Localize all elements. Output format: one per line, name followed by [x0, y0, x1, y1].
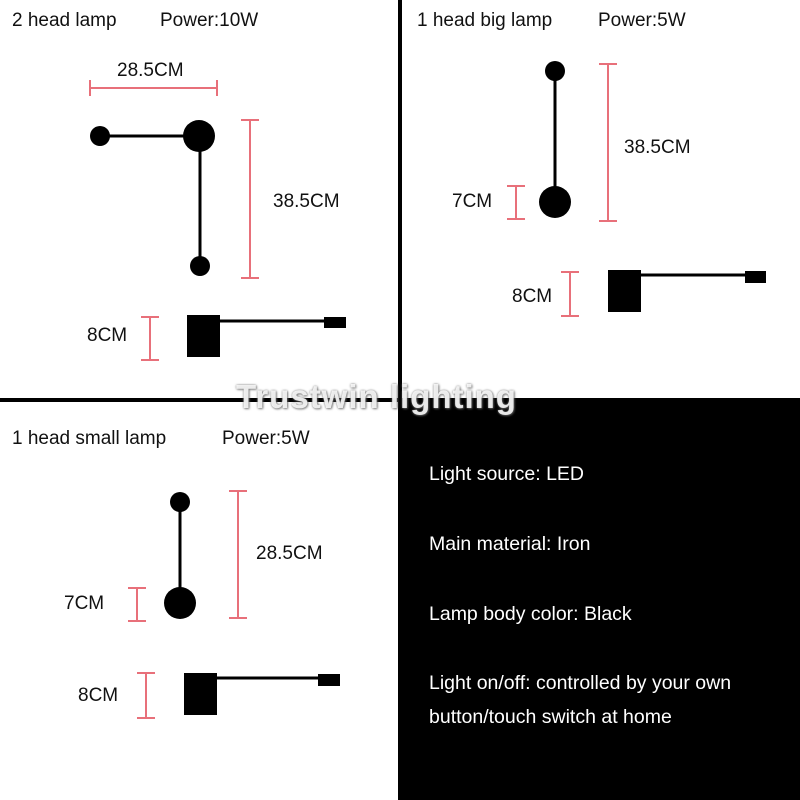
spec-material: Main material: Iron	[429, 533, 591, 555]
big-head-height-dimension-line	[599, 63, 617, 222]
two-head-lamp-icon	[90, 120, 215, 276]
small-head-head-label: 7CM	[64, 593, 105, 614]
horizontal-divider	[0, 398, 400, 402]
spec-light-source: Light source: LED	[429, 463, 585, 485]
two-head-lamp-drawing	[89, 80, 346, 361]
small-head-lamp-drawing	[128, 490, 340, 719]
big-head-base-dimension-line	[561, 271, 579, 317]
big-head-wall-mount-icon	[608, 270, 766, 312]
panel-specifications: Light source: LED Main material: Iron La…	[398, 398, 800, 800]
big-head-height-label: 38.5CM	[624, 137, 691, 158]
spec-switch-line-2: button/touch switch at home	[429, 706, 672, 728]
two-head-base-label: 8CM	[87, 325, 128, 346]
big-head-base-label: 8CM	[512, 286, 553, 307]
small-head-head-dimension-line	[128, 587, 146, 622]
vertical-divider	[398, 0, 402, 400]
two-head-wall-mount-icon	[187, 315, 346, 357]
two-head-height-dimension-line	[241, 119, 259, 279]
small-head-base-label: 8CM	[78, 685, 119, 706]
small-head-height-dimension-line	[229, 490, 247, 619]
panel-big-head-lamp: 1 head big lamp Power:5W 38.5CM 7CM 8CM	[402, 0, 800, 398]
big-head-lamp-icon	[539, 61, 571, 218]
big-head-head-dimension-line	[507, 185, 525, 220]
two-head-height-label: 38.5CM	[273, 191, 340, 212]
two-head-lamp-title: 2 head lamp	[12, 10, 117, 31]
small-head-lamp-icon	[164, 492, 196, 619]
panel-small-head-lamp: 1 head small lamp Power:5W 28.5CM 7CM 8C…	[0, 402, 398, 800]
small-head-height-label: 28.5CM	[256, 543, 323, 564]
big-head-lamp-power: Power:5W	[598, 10, 686, 31]
panel-two-head-lamp: 2 head lamp Power:10W 28.5CM 38.5CM 8CM	[0, 0, 398, 398]
two-head-base-dimension-line	[141, 316, 159, 361]
big-head-lamp-title: 1 head big lamp	[417, 10, 553, 31]
two-head-width-dimension-line	[89, 80, 218, 96]
watermark: Trustwin lighting	[236, 378, 517, 415]
small-head-base-dimension-line	[137, 672, 155, 719]
spec-body-color: Lamp body color: Black	[429, 603, 632, 625]
big-head-head-label: 7CM	[452, 191, 493, 212]
two-head-width-label: 28.5CM	[117, 60, 184, 81]
big-head-lamp-drawing	[507, 61, 766, 317]
two-head-lamp-power: Power:10W	[160, 10, 259, 31]
small-head-wall-mount-icon	[184, 673, 340, 715]
spec-switch-line-1: Light on/off: controlled by your own	[429, 672, 732, 694]
small-head-lamp-title: 1 head small lamp	[12, 428, 167, 449]
small-head-lamp-power: Power:5W	[222, 428, 310, 449]
